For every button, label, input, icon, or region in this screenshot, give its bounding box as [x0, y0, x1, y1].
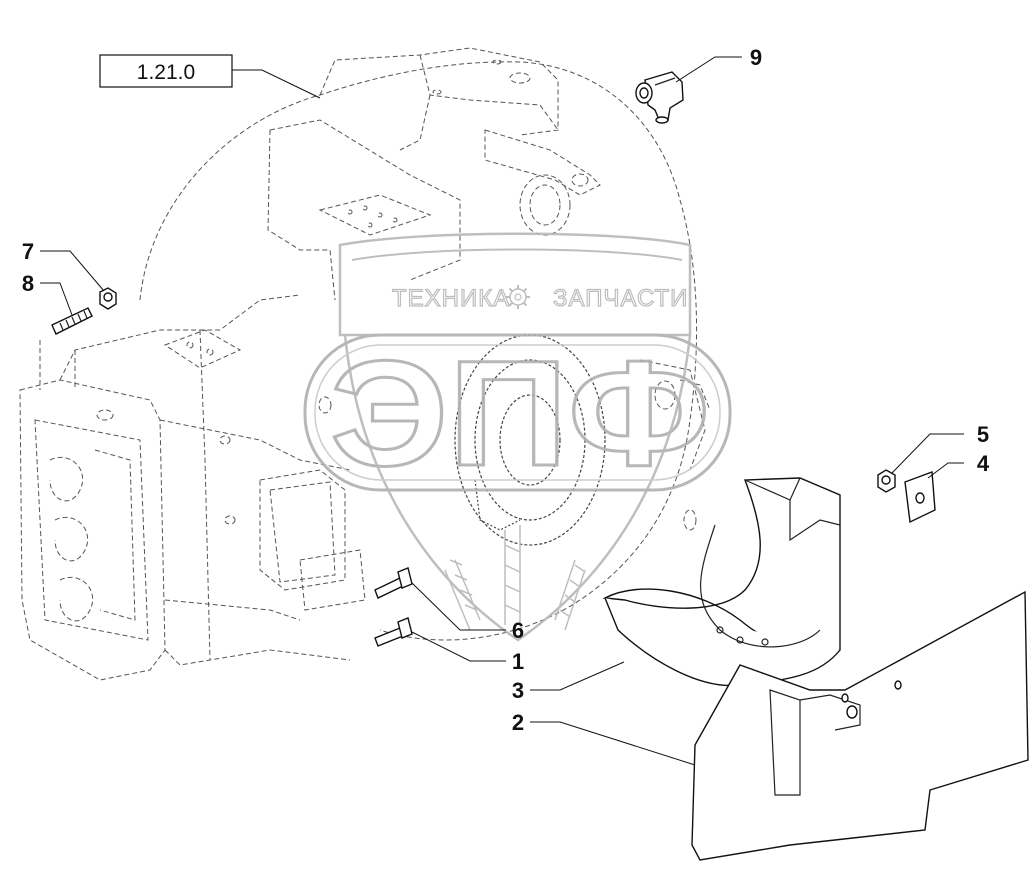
part-5-nut [877, 469, 896, 493]
callout-8: 8 [22, 271, 34, 296]
part-2-shield [691, 590, 1029, 861]
part-1-bolts [374, 567, 413, 647]
callout-4: 4 [977, 451, 990, 476]
gear-icon [506, 285, 530, 309]
reference-box-label: 1.21.0 [137, 61, 195, 84]
watermark-right-word: ЗАПЧАСТИ [553, 285, 688, 312]
part-4-plate [904, 471, 936, 524]
watermark-logo-letters: ЭПФ [330, 329, 710, 497]
watermark-left-word: ТЕХНИКА [392, 285, 510, 312]
part-9-elbow-fitting [635, 71, 684, 124]
callout-2: 2 [512, 710, 524, 735]
callout-9: 9 [750, 45, 762, 70]
part-3-cover [602, 477, 841, 687]
callout-labels: 9 7 8 5 4 6 1 3 2 [22, 45, 990, 735]
leader-lines [40, 56, 964, 766]
callout-1: 1 [512, 649, 524, 674]
watermark: ТЕХНИКА ЗАПЧАСТИ ЭПФ [303, 232, 732, 642]
part-7-nut [99, 287, 117, 310]
callout-3: 3 [512, 678, 524, 703]
wheat-emblem [444, 525, 586, 631]
part-8-stud [51, 307, 93, 335]
reference-box: 1.21.0 [99, 54, 233, 88]
callout-6: 6 [512, 618, 524, 643]
transmission-housing [19, 47, 711, 681]
callout-7: 7 [22, 239, 34, 264]
callout-5: 5 [977, 422, 989, 447]
